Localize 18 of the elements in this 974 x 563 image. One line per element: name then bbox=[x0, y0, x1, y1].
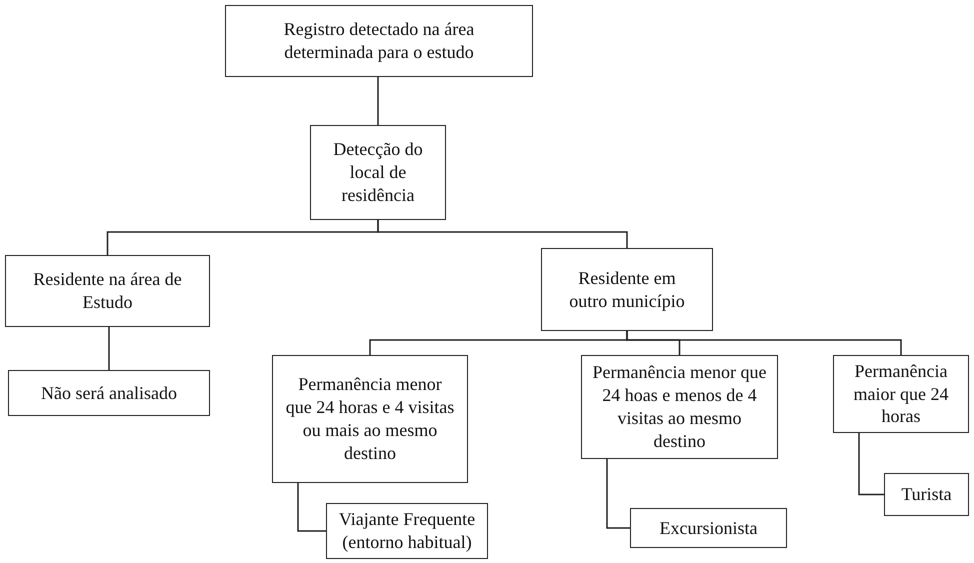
process-box: Detecção do local de residência bbox=[310, 125, 446, 220]
connector-line bbox=[858, 433, 884, 496]
connector-line bbox=[297, 483, 326, 532]
process-box: Registro detectado na área determinada para o estudo bbox=[225, 5, 533, 77]
connector-line bbox=[377, 77, 379, 125]
process-box: Permanência menor que 24 horas e 4 visitas ou mais ao mesmo destino bbox=[272, 355, 468, 483]
process-box: Residente na área de Estudo bbox=[5, 255, 210, 327]
process-box: Permanência maior que 24 horas bbox=[833, 355, 969, 433]
process-box: Excursionista bbox=[630, 508, 787, 548]
process-box: Residente em outro município bbox=[541, 248, 713, 331]
connector-line bbox=[606, 459, 630, 529]
connector-line bbox=[377, 220, 628, 248]
process-box: Permanência menor que 24 hoas e menos de 4 visitas ao mesmo destino bbox=[581, 355, 778, 459]
process-box: Viajante Frequente (entorno habitual) bbox=[326, 503, 488, 559]
process-box: Turista bbox=[884, 473, 969, 516]
connector-line bbox=[108, 327, 110, 370]
connector-line bbox=[626, 331, 902, 355]
process-box: Não será analisado bbox=[8, 370, 210, 416]
